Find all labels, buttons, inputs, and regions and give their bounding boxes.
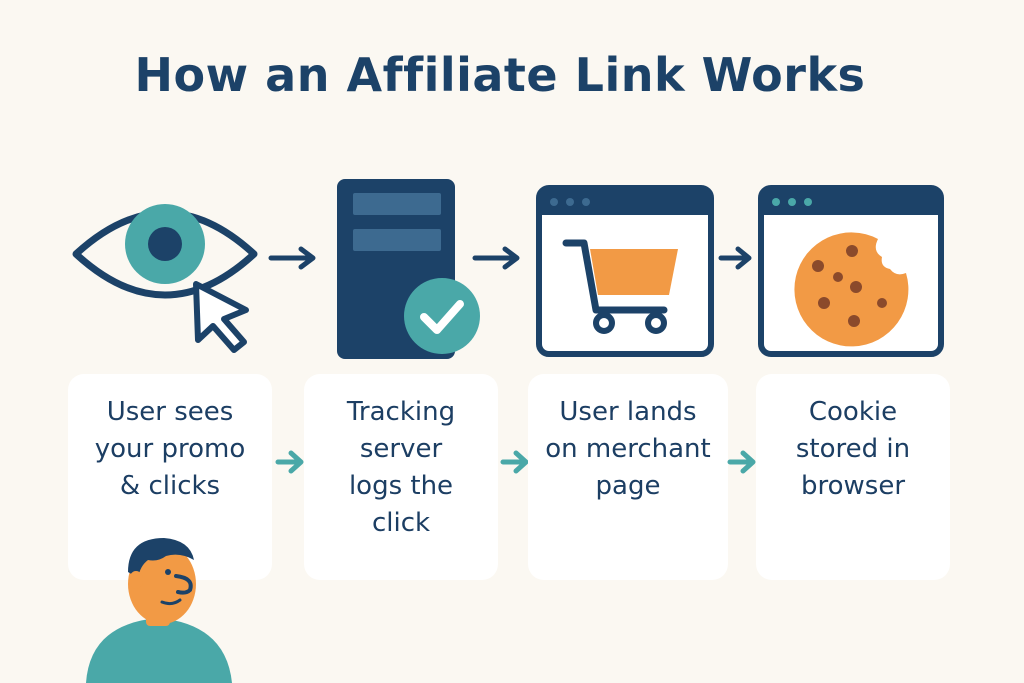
step-card-4: Cookie stored in browser bbox=[756, 374, 950, 580]
flow-arrow-mid-2 bbox=[500, 450, 529, 474]
step-2-text-line: server bbox=[359, 434, 443, 464]
step-1-text-line: & clicks bbox=[119, 471, 221, 501]
step-card-3: User lands on merchant page bbox=[528, 374, 728, 580]
step-2-text-line: logs the bbox=[348, 471, 454, 501]
flow-arrow-2 bbox=[472, 246, 520, 270]
tracking-server-icon bbox=[337, 179, 480, 359]
step-2-text-line: click bbox=[371, 508, 431, 538]
eye-cursor-icon bbox=[72, 204, 258, 353]
step-card-2: Tracking server logs the click bbox=[304, 374, 498, 580]
step-4-text-line: Cookie bbox=[808, 397, 898, 427]
page-title: How an Affiliate Link Works bbox=[134, 48, 866, 102]
shopping-cart-browser-icon bbox=[536, 185, 714, 357]
flow-arrow-mid-3 bbox=[727, 450, 756, 474]
flow-arrow-3 bbox=[718, 246, 752, 270]
step-3-text-line: User lands bbox=[559, 397, 697, 427]
step-4-text-line: browser bbox=[800, 471, 906, 501]
step-1-text-line: User sees bbox=[106, 397, 234, 427]
person-illustration bbox=[86, 538, 232, 683]
step-3-text-line: page bbox=[595, 471, 661, 501]
cookie-browser-icon bbox=[758, 185, 944, 357]
step-4-text-line: stored in bbox=[795, 434, 911, 464]
step-1-text-line: your promo bbox=[94, 434, 246, 464]
flow-arrow-mid-1 bbox=[275, 450, 304, 474]
flow-arrow-1 bbox=[268, 246, 316, 270]
step-2-text-line: Tracking bbox=[346, 397, 456, 427]
step-3-text-line: on merchant bbox=[545, 434, 711, 464]
